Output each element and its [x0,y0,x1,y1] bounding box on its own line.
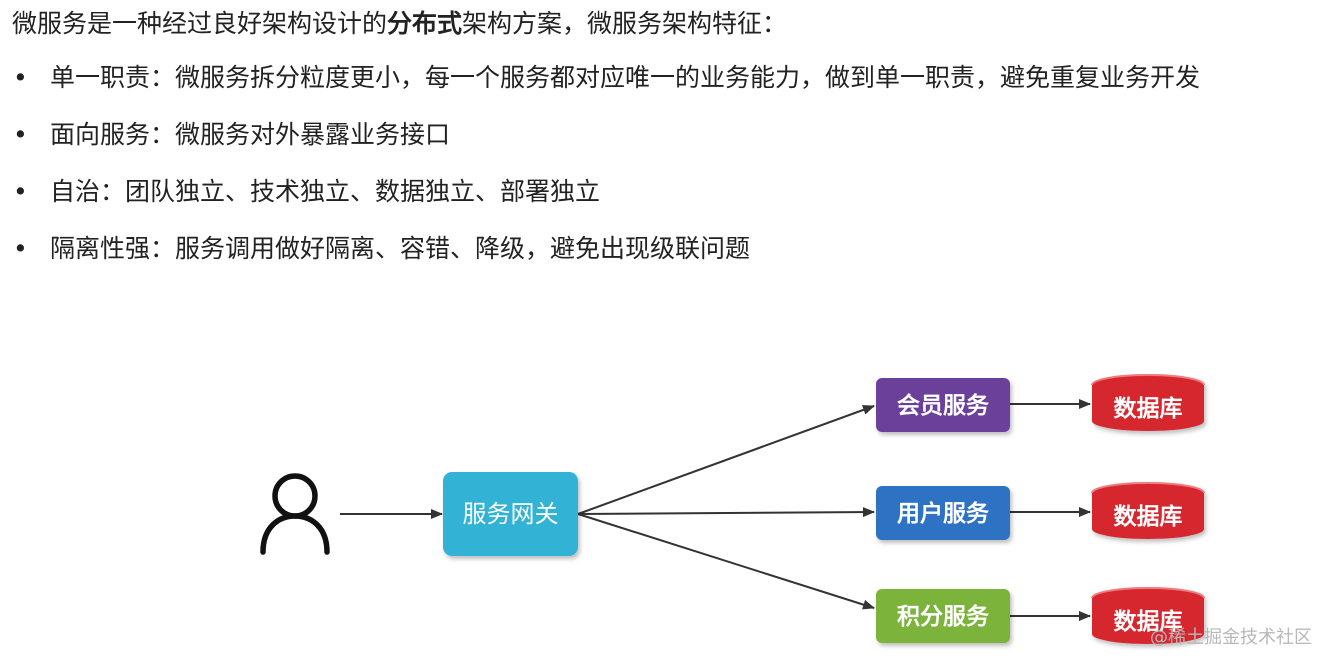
intro-after: 架构方案，微服务架构特征： [462,9,788,38]
points-db-cylinder [1091,587,1205,644]
member-db-label: 数据库 [1114,396,1183,422]
arrow-gateway-to-user-service [577,507,875,518]
arrow-gateway-to-points [577,513,875,610]
intro-before: 微服务是一种经过良好架构设计的 [12,9,388,38]
gateway-label: 服务网关 [463,500,559,528]
feature-text: 自治：团队独立、技术独立、数据独立、部署独立 [50,177,601,206]
user-service-node [876,486,1010,540]
feature-text: 面向服务：微服务对外暴露业务接口 [50,120,451,149]
intro-text: 微服务是一种经过良好架构设计的分布式架构方案，微服务架构特征： [12,4,787,44]
feature-text: 单一职责：微服务拆分粒度更小，每一个服务都对应唯一的业务能力，做到单一职责，避免… [50,63,1201,92]
intro-bold: 分布式 [387,9,463,38]
member-db-cylinder [1091,374,1205,431]
watermark-text: @稀土掘金技术社区 [1150,627,1312,648]
bullet-marker: • [13,177,28,206]
user-db-label: 数据库 [1114,504,1183,530]
user-db-cylinder [1091,482,1205,539]
arrow-gateway-to-member [577,405,875,515]
member-service-label: 会员服务 [897,392,990,419]
gateway-node [443,472,578,556]
feature-text: 隔离性强：服务调用做好隔离、容错、降级，避免出现级联问题 [50,234,751,263]
user-icon [260,473,330,555]
points-service-label: 积分服务 [897,604,990,630]
points-db-label: 数据库 [1114,609,1183,635]
bullet-marker: • [13,120,28,149]
user-service-label: 用户服务 [897,500,990,527]
member-service-node [876,378,1010,432]
bullet-marker: • [13,234,28,263]
bullet-marker: • [13,63,28,92]
points-service-node [876,589,1010,643]
